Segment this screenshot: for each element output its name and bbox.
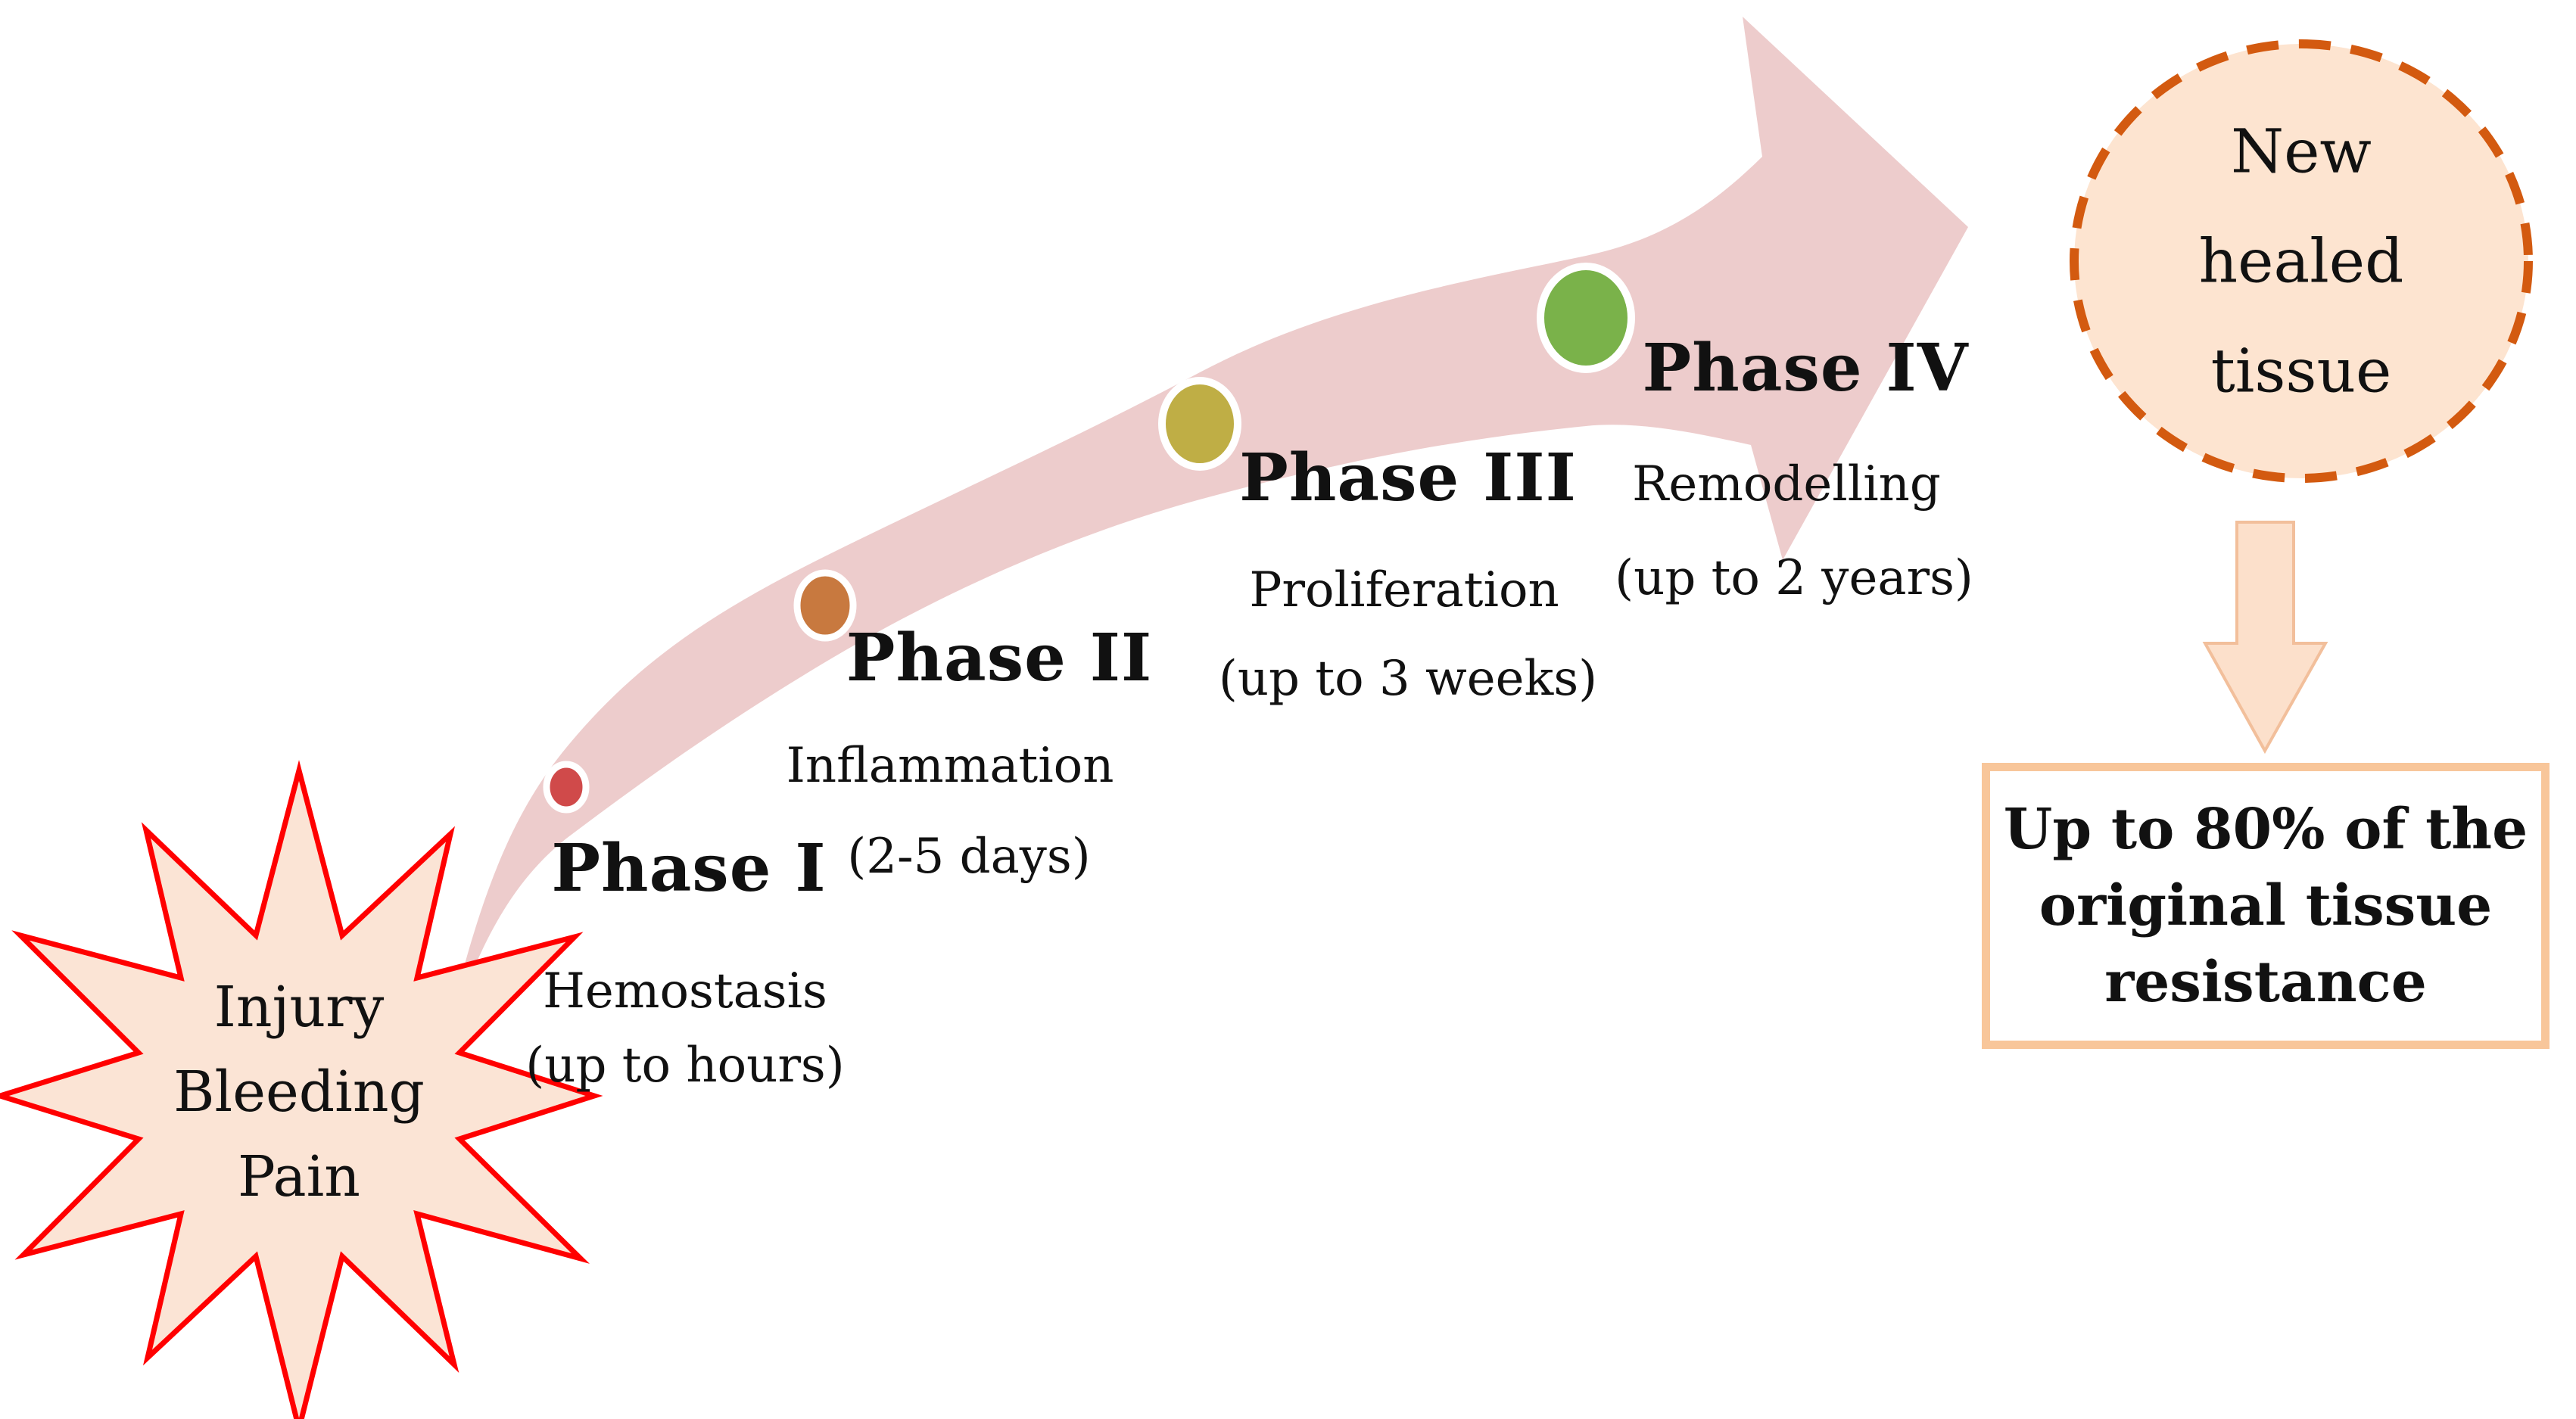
injury-burst-label: Injury Bleeding Pain bbox=[173, 965, 425, 1219]
tissue-resistance-box: Up to 80% of the original tissue resista… bbox=[1982, 763, 2550, 1049]
tissue-resistance-line-3: resistance bbox=[2104, 949, 2427, 1015]
injury-burst-line-1: Injury bbox=[213, 975, 385, 1040]
phase-2-duration: (2-5 days) bbox=[847, 829, 1091, 885]
tissue-resistance-line-1: Up to 80% of the bbox=[2003, 796, 2528, 862]
injury-burst-line-2: Bleeding bbox=[173, 1060, 425, 1125]
healed-tissue-line-2: healed bbox=[2198, 226, 2404, 297]
phase-1-title: Phase I bbox=[551, 830, 827, 907]
phase-4-process: Remodelling bbox=[1632, 456, 1941, 512]
injury-burst-line-3: Pain bbox=[238, 1144, 360, 1209]
healed-tissue-label: New healed tissue bbox=[2199, 97, 2404, 426]
phase-3-duration: (up to 3 weeks) bbox=[1218, 651, 1598, 707]
tissue-resistance-line-2: original tissue bbox=[2039, 873, 2493, 938]
healed-tissue-circle-shape bbox=[2070, 39, 2533, 483]
phase-4-dot bbox=[1537, 263, 1635, 373]
healed-tissue-line-3: tissue bbox=[2210, 335, 2392, 406]
phase-2-process: Inflammation bbox=[786, 738, 1114, 794]
phase-1-dot bbox=[543, 761, 590, 814]
phase-1-process: Hemostasis bbox=[543, 963, 827, 1019]
phase-2-dot bbox=[793, 569, 857, 642]
phase-1-duration: (up to hours) bbox=[525, 1038, 845, 1094]
down-arrow-shape bbox=[2202, 521, 2328, 755]
injury-starburst-shape bbox=[0, 760, 603, 1419]
phase-4-duration: (up to 2 years) bbox=[1615, 550, 1973, 606]
healed-tissue-line-1: New bbox=[2231, 116, 2372, 187]
phase-2-title: Phase II bbox=[846, 620, 1153, 696]
phase-3-title: Phase III bbox=[1239, 440, 1577, 516]
phase-3-dot bbox=[1158, 377, 1241, 471]
phase-4-title: Phase IV bbox=[1642, 330, 1969, 406]
phase-3-process: Proliferation bbox=[1249, 562, 1559, 618]
